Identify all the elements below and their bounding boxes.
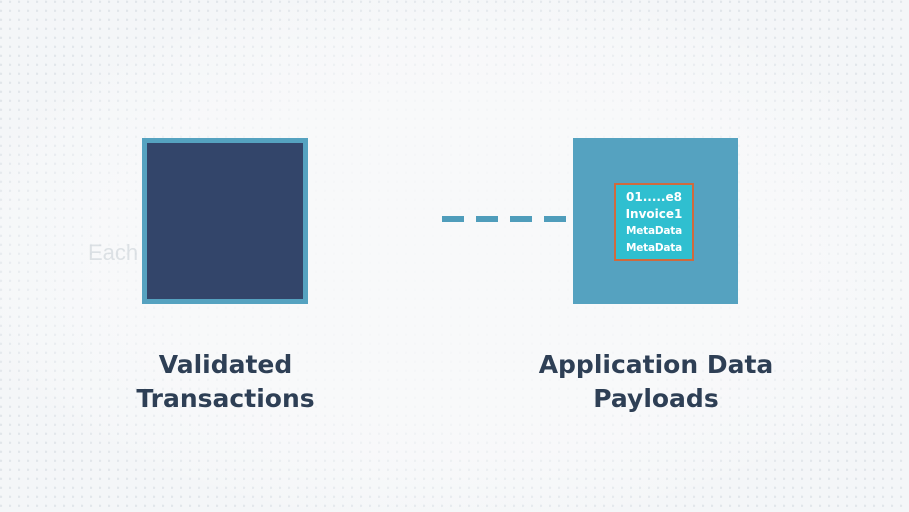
label-line: Application Data xyxy=(538,350,774,379)
dashed-connector xyxy=(442,216,572,222)
payload-metadata: MetaData xyxy=(626,242,682,254)
payload-card: 01.....e8 Invoice1 MetaData MetaData xyxy=(614,183,694,261)
label-line: Validated xyxy=(158,350,293,379)
payload-hash: 01.....e8 xyxy=(626,190,682,204)
application-data-payloads-label: Application Data Payloads xyxy=(520,348,792,416)
application-data-block: 01.....e8 Invoice1 MetaData MetaData xyxy=(573,138,738,304)
label-line: Payloads xyxy=(593,384,719,413)
faded-background-text: Each xyxy=(88,240,139,265)
validated-transactions-label: Validated Transactions xyxy=(113,348,338,416)
payload-invoice: Invoice1 xyxy=(625,207,683,221)
connector-dash xyxy=(544,216,566,222)
payload-metadata: MetaData xyxy=(626,225,682,237)
connector-dash xyxy=(442,216,464,222)
connector-dash xyxy=(476,216,498,222)
label-line: Transactions xyxy=(136,384,315,413)
connector-dash xyxy=(510,216,532,222)
validated-transactions-block xyxy=(142,138,308,304)
